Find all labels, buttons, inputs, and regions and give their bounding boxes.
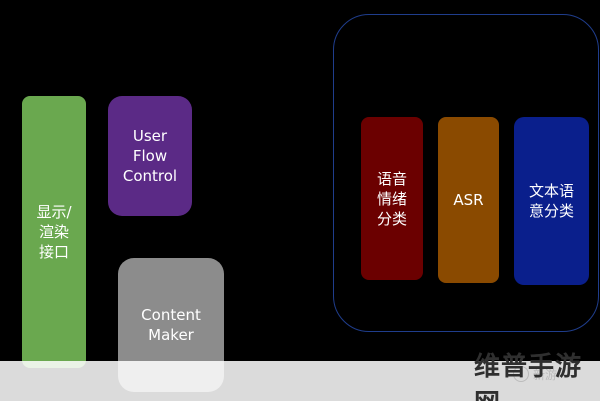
nlp-group-frame — [333, 14, 599, 332]
watermark-main-text: 维普手游网 — [474, 352, 583, 401]
watermark-small: 新游 — [513, 363, 557, 385]
watermark-band — [0, 361, 600, 401]
speech-emotion-classification-block: 语音 情绪 分类 — [361, 117, 423, 280]
text-intent-classification-block: 文本语 意分类 — [514, 117, 589, 285]
display-render-interface-block: 显示/ 渲染 接口 — [22, 96, 86, 368]
chat-bubble-icon — [513, 366, 529, 382]
user-flow-control-block: User Flow Control — [108, 96, 192, 216]
asr-block: ASR — [438, 117, 499, 283]
watermark-small-text: 新游 — [533, 367, 558, 382]
